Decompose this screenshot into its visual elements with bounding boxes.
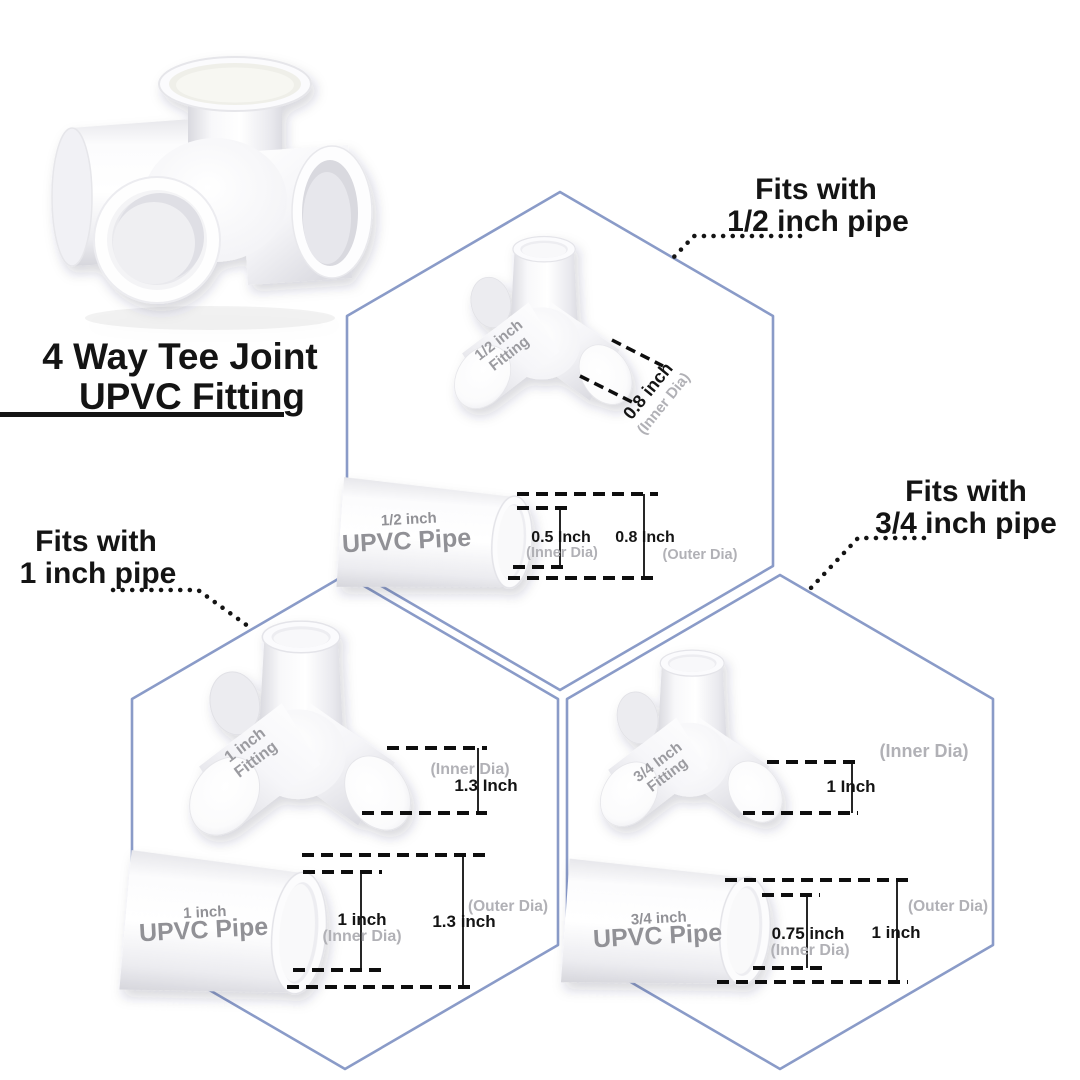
pipe-size-label-one-inch: 1 inch [183, 903, 227, 922]
pipe-dimension-lines-one-inch [287, 853, 488, 989]
hexagon-three-quarter-inch [565, 573, 995, 1071]
pipe-dimension-lines-half-inch [508, 492, 658, 580]
pipe-illustration-half-inch [336, 477, 533, 589]
pipe-name-three-quarter: UPVC Pipe [592, 919, 723, 954]
callout-connectors [110, 233, 927, 632]
title-line1: 4 Way Tee Joint [42, 336, 318, 377]
title-underline [0, 412, 284, 417]
pipe-name-half-inch: UPVC Pipe [341, 524, 472, 559]
pipe-inner-dia-label-one-inch: (Inner Dia) [322, 928, 401, 945]
callout-three-quarter-line1: Fits with [905, 475, 1027, 508]
fitting-dimension-lines-three-quarter [743, 760, 858, 815]
connector-three-quarter-inch [807, 535, 927, 592]
pipe-size-label-half-inch: 1/2 inch [380, 510, 437, 530]
hexagon-frames [130, 190, 995, 1071]
pipe-outer-dia-label-three-quarter: (Outer Dia) [908, 898, 988, 915]
pipe-dimension-text-three-quarter: 0.75 inch (Inner Dia) 1 inch (Outer Dia) [770, 898, 988, 959]
fitting-inner-dia-label-three-quarter: (Inner Dia) [879, 741, 968, 761]
pipe-inner-dia-value-one-inch: 1 inch [337, 910, 386, 929]
section-three-quarter-inch: 3/4 Inch Fitting (Inner Dia) 1 Inch 3/4 … [560, 649, 988, 986]
section-half-inch: 1/2 inch Fitting 0.8 inch (Inner Dia) 1/… [336, 235, 738, 589]
pipe-outer-dia-value-one-inch: 1.3 inch [432, 912, 495, 931]
pipe-inner-dia-label-half-inch: (Inner Dia) [526, 545, 598, 561]
pipe-illustration-one-inch [119, 850, 328, 995]
pipe-dimension-lines-three-quarter [717, 878, 910, 984]
title-line2: UPVC Fitting [79, 376, 305, 417]
callout-one-inch-line1: Fits with [35, 525, 157, 558]
callout-half-inch-line2: 1/2 inch pipe [727, 205, 909, 238]
pipe-outer-dia-value-half-inch: 0.8 Inch [615, 529, 675, 546]
pipe-inner-dia-value-half-inch: 0.5 Inch [531, 529, 591, 546]
fitting-inner-dia-label-one-inch: (Inner Dia) [430, 761, 509, 778]
hexagon-one-inch [130, 573, 560, 1071]
connector-half-inch [669, 233, 803, 262]
pipe-dimension-text-half-inch: 0.5 Inch (Inner Dia) 0.8 Inch (Outer Dia… [526, 529, 737, 563]
hexagon-half-inch [345, 190, 775, 692]
connector-one-inch [110, 587, 255, 632]
pipe-inner-dia-label-three-quarter: (Inner Dia) [770, 942, 849, 959]
pipe-dimension-text-one-inch: 1 inch (Inner Dia) 1.3 inch (Outer Dia) [322, 898, 548, 945]
fitting-dimension-lines-half-inch [579, 338, 664, 405]
pipe-inner-dia-value-three-quarter: 0.75 inch [772, 924, 845, 943]
callout-three-quarter-line2: 3/4 inch pipe [875, 507, 1057, 540]
pipe-illustration-three-quarter [560, 858, 771, 986]
fitting-inner-dia-value-three-quarter: 1 Inch [826, 777, 875, 796]
pipe-outer-dia-label-one-inch: (Outer Dia) [468, 898, 548, 915]
title-block: 4 Way Tee Joint UPVC Fitting [0, 336, 318, 417]
section-one-inch: 1 inch Fitting (Inner Dia) 1.3 Inch 1 in… [119, 620, 548, 995]
callout-labels: Fits with 1/2 inch pipe Fits with 1 inch… [20, 173, 1057, 590]
pipe-name-one-inch: UPVC Pipe [138, 913, 269, 948]
pipe-outer-dia-value-three-quarter: 1 inch [871, 923, 920, 942]
callout-half-inch-line1: Fits with [755, 173, 877, 206]
callout-one-inch-line2: 1 inch pipe [20, 557, 177, 590]
product-photo-fitting [51, 56, 373, 330]
fitting-inner-dia-value-one-inch: 1.3 Inch [454, 776, 517, 795]
fitting-dimension-lines-one-inch [362, 746, 487, 815]
fitting-illustration-three-quarter [587, 649, 795, 838]
pipe-outer-dia-label-half-inch: (Outer Dia) [663, 547, 738, 563]
pipe-size-label-three-quarter: 3/4 inch [630, 909, 687, 929]
